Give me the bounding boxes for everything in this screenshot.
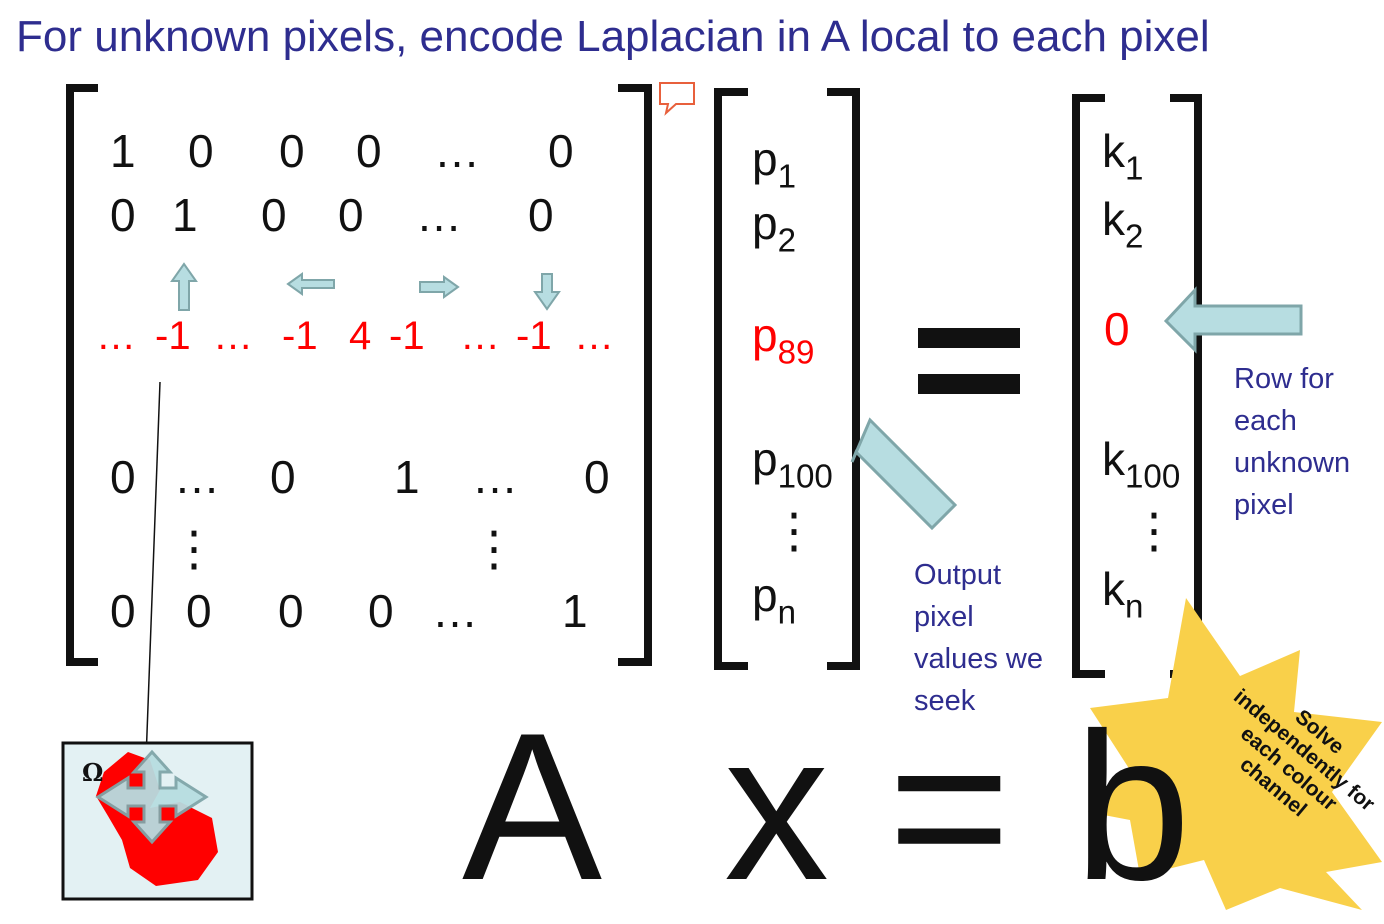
right-arrow-icon xyxy=(419,275,460,299)
vector-x-p100: p100 xyxy=(752,433,833,496)
matrix-a-row-p100-c3: 0 xyxy=(270,451,296,503)
matrix-a-right-bracket xyxy=(618,84,652,666)
matrix-a-left-bracket xyxy=(66,84,98,666)
vector-b-right-bracket xyxy=(1170,94,1202,678)
matrix-a-row-last-c6: 1 xyxy=(562,585,588,637)
matrix-a-row-2-c4: 0 xyxy=(338,189,364,241)
matrix-a-row-2-c1: 0 xyxy=(110,189,136,241)
matrix-a-row-p100-c1: 0 xyxy=(110,451,136,503)
vector-b-k2: k2 xyxy=(1102,193,1144,256)
equation-A: A xyxy=(462,689,603,924)
matrix-a-row-p100-c2: … xyxy=(174,451,220,503)
matrix-a-row-1-c1: 1 xyxy=(110,125,136,177)
laplacian-row-c3: … xyxy=(213,314,253,358)
inset-move-arrows-icon xyxy=(95,749,209,845)
equation-x: x xyxy=(724,689,829,924)
matrix-a-row-p100-c5: … xyxy=(472,451,518,503)
slide-title: For unknown pixels, encode Laplacian in … xyxy=(16,12,1210,61)
equals-sign-bottom-bar xyxy=(918,374,1020,394)
vector-b-zero: 0 xyxy=(1104,303,1130,355)
left-arrow-icon xyxy=(286,272,335,296)
laplacian-row-c4: -1 xyxy=(282,314,318,358)
omega-label: Ω xyxy=(82,758,104,787)
laplacian-row-c7: … xyxy=(460,314,500,358)
row-pointer-arrow-icon xyxy=(1163,286,1303,354)
laplacian-row-c9: … xyxy=(574,314,614,358)
matrix-a-row-2-c3: 0 xyxy=(261,189,287,241)
vector-x-p89: p89 xyxy=(752,309,815,372)
matrix-a-row-1-c2: 0 xyxy=(188,125,214,177)
matrix-a-vdots-left: ⋮ xyxy=(170,523,218,576)
matrix-a-row-last-c5: … xyxy=(432,585,478,637)
matrix-a-vdots-right: ⋮ xyxy=(470,523,518,576)
vector-b-vdots: ⋮ xyxy=(1130,505,1178,558)
matrix-a-row-last-c4: 0 xyxy=(368,585,394,637)
laplacian-row-c6: -1 xyxy=(389,314,425,358)
equation-b: b xyxy=(1074,689,1191,924)
matrix-a-row-last-c2: 0 xyxy=(186,585,212,637)
laplacian-row-c1: … xyxy=(96,314,136,358)
matrix-a-row-1-c6: 0 xyxy=(548,125,574,177)
vector-b-k100: k100 xyxy=(1102,433,1181,496)
matrix-a-row-2-c5: … xyxy=(416,189,462,241)
matrix-a-row-last-c3: 0 xyxy=(278,585,304,637)
callout-burst xyxy=(1088,598,1382,910)
output-pixels-note: Output pixel values we seek xyxy=(914,559,1043,717)
vector-x-right-bracket xyxy=(827,88,860,670)
comment-icon xyxy=(659,82,695,116)
vector-b-left-bracket xyxy=(1072,94,1105,678)
vector-b-kn: kn xyxy=(1102,563,1144,626)
down-arrow-icon xyxy=(533,273,561,311)
equation-equals: = xyxy=(888,689,1011,924)
matrix-a-row-2-c6: 0 xyxy=(528,189,554,241)
matrix-a-row-1-c4: 0 xyxy=(356,125,382,177)
equals-sign-top-bar xyxy=(918,328,1020,348)
vector-x-p2: p2 xyxy=(752,197,797,260)
vector-b-k1: k1 xyxy=(1102,125,1144,188)
row-per-pixel-note: Row for each unknown pixel xyxy=(1234,363,1351,521)
vector-x-left-bracket xyxy=(714,88,748,670)
matrix-a-row-p100-c6: 0 xyxy=(584,451,610,503)
matrix-a-row-2-c2: 1 xyxy=(172,189,198,241)
up-arrow-icon xyxy=(170,262,198,311)
vector-x-pn: pn xyxy=(752,569,797,632)
matrix-a-row-last-c1: 0 xyxy=(110,585,136,637)
output-pointer-arrow-icon xyxy=(850,417,958,531)
vector-x-p1: p1 xyxy=(752,133,797,196)
laplacian-row-c8: -1 xyxy=(516,314,552,358)
matrix-a-row-p100-c4: 1 xyxy=(394,451,420,503)
laplacian-row-c5: 4 xyxy=(349,314,372,358)
matrix-a-row-1-c3: 0 xyxy=(279,125,305,177)
vector-x-vdots: ⋮ xyxy=(770,505,818,558)
connector-line xyxy=(145,381,161,761)
matrix-a-row-1-c5: … xyxy=(434,125,480,177)
laplacian-row-c2: -1 xyxy=(155,314,191,358)
